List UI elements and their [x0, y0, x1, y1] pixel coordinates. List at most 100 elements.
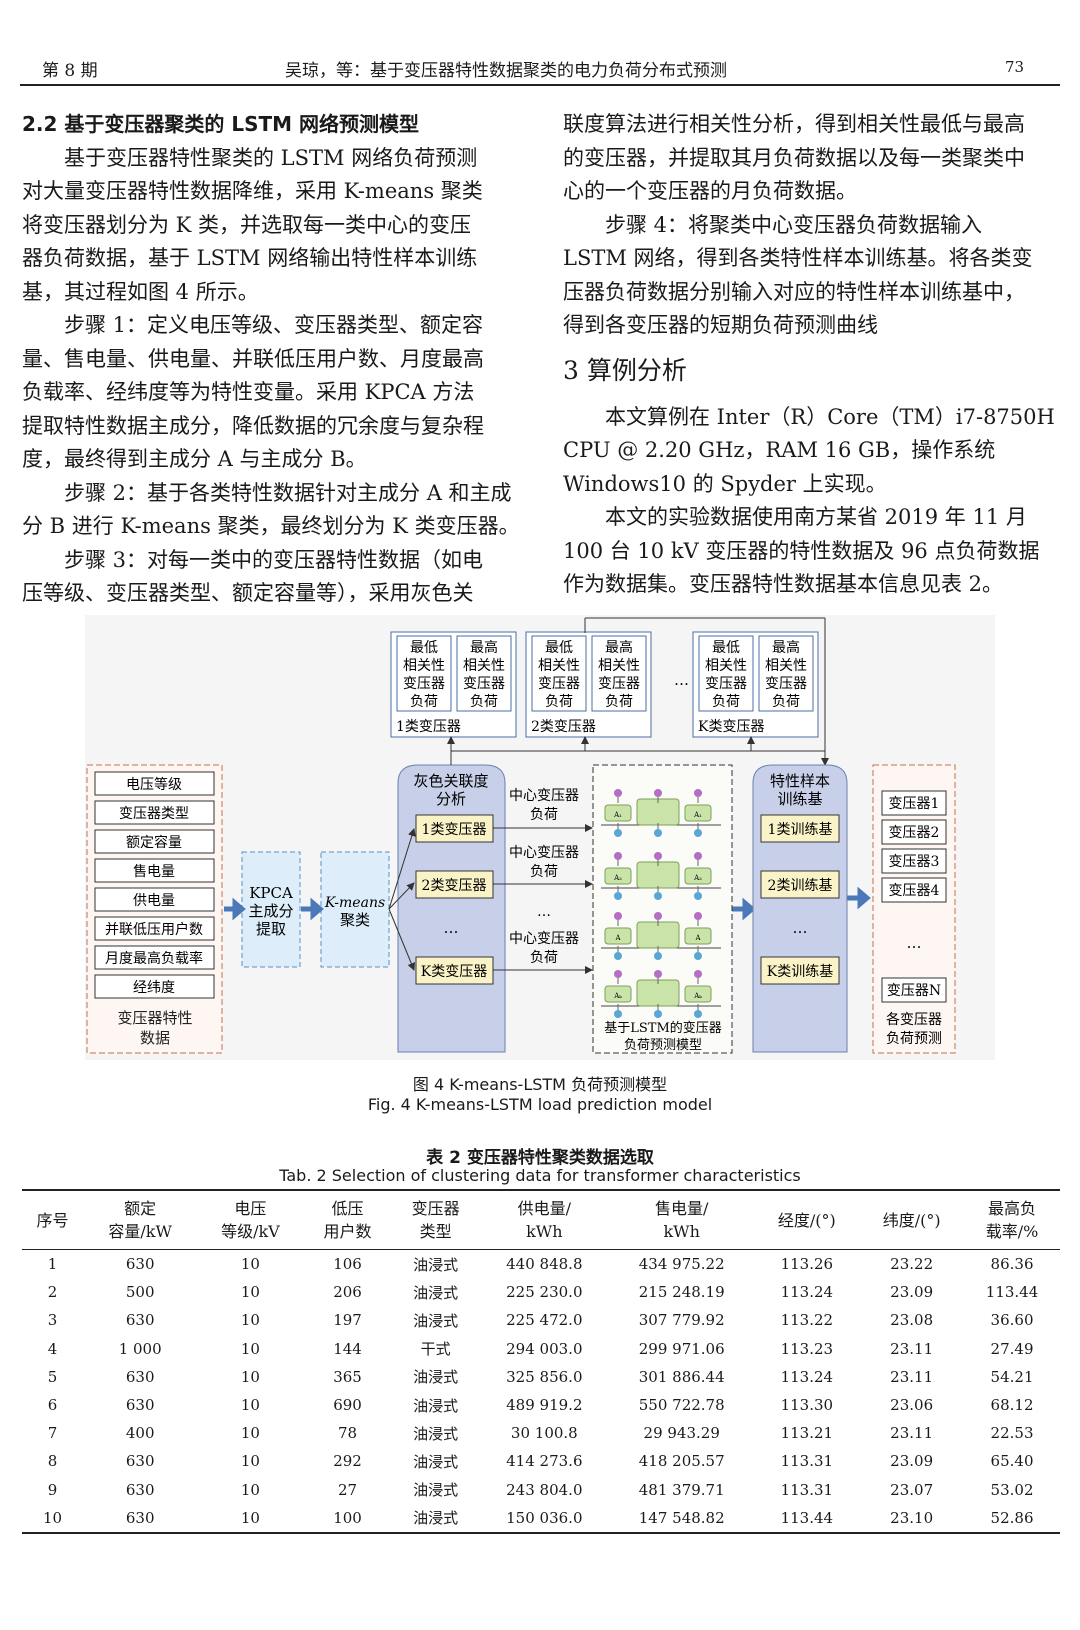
header-text: 售电量/ [655, 1199, 709, 1218]
training-base-panel [752, 764, 848, 1053]
table-header-cell: 变压器类型 [391, 1189, 480, 1250]
center-label-line1: 中心变压器 [509, 845, 579, 861]
lstm-cell-label: A₂ [693, 874, 702, 882]
table-cell: 8 [47, 1452, 58, 1471]
table-cell: 9 [47, 1480, 58, 1499]
top-cell-text: 最高 [605, 639, 633, 656]
top-cell-text: 变压器 [765, 676, 807, 692]
top-cell-text: 变压器 [403, 676, 445, 692]
header-rule [20, 84, 1060, 86]
top-cell-text: 变压器 [538, 676, 580, 692]
text-line: 将变压器划分为 K 类，并选取每一类中心的变压 [22, 212, 472, 237]
center-label-line2: 负荷 [530, 864, 558, 880]
table-cell: 630 [125, 1311, 155, 1330]
output-caption-line1: 各变压器 [886, 1012, 942, 1028]
top-cell-box [396, 635, 452, 712]
feature-item-label: 并联低压用户数 [105, 921, 203, 938]
table-cell: 10 [240, 1424, 260, 1443]
table-cell: 29 943.29 [643, 1424, 720, 1443]
table-cell: 400 [125, 1424, 155, 1443]
figure-4-diagram: 电压等级变压器类型额定容量售电量供电量并联低压用户数月度最高负载率经纬度 变压器… [85, 615, 995, 1060]
train-label: 1类训练基 [768, 821, 833, 838]
feature-item-box [94, 945, 215, 970]
kpca-line3: 提取 [256, 920, 286, 938]
table-cell: 150 036.0 [479, 1503, 609, 1534]
kmeans-line1: K-means [324, 895, 385, 911]
table-cell: 147 548.82 [608, 1503, 755, 1534]
top-cell-text: 负荷 [410, 694, 438, 710]
table-cell: 油浸式 [413, 1424, 459, 1443]
text-line: 100 台 10 kV 变压器的特性数据及 96 点负荷数据 [563, 538, 1040, 563]
table-cell: 197 [333, 1311, 362, 1330]
class-label: K类变压器 [421, 964, 487, 980]
table-cell: 225 230.0 [506, 1283, 583, 1302]
train-ellipsis: … [793, 919, 808, 937]
table-cell: 油浸式 [413, 1396, 459, 1415]
table-cell: 1 [47, 1255, 58, 1274]
lstm-cell-label: Aₖ [613, 992, 622, 1000]
output-item-box [881, 790, 947, 816]
class-label: 2类变压器 [422, 878, 487, 894]
center-ellipsis: … [537, 904, 551, 920]
table-cell: 10 [240, 1283, 260, 1302]
output-item-label: 变压器N [887, 983, 941, 999]
table-header-cell: 电压等级/kV [197, 1189, 304, 1250]
top-cell-text: 负荷 [605, 694, 633, 710]
table-cell: 243 804.0 [506, 1480, 583, 1499]
header-text: 用户数 [323, 1222, 372, 1241]
header-text: 最高负 [988, 1199, 1037, 1218]
figure-caption-zh: 图 4 K-means-LSTM 负荷预测模型 [412, 1075, 668, 1094]
output-ellipsis: … [907, 934, 922, 952]
top-correlation-groups: 最低相关性变压器负荷最高相关性变压器负荷1类变压器最低相关性变压器负荷最高相关性… [390, 631, 819, 738]
train-label: 2类训练基 [768, 877, 833, 894]
feature-item-label: 变压器类型 [119, 806, 189, 822]
table-title-zh: 表 2 变压器特性聚类数据选取 [426, 1148, 654, 1168]
header-text: 纬度/(°) [882, 1210, 941, 1230]
text-line: 分 B 进行 K-means 聚类，最终划分为 K 类变压器。 [22, 514, 520, 538]
output-item-label: 变压器1 [889, 796, 940, 812]
text-line: 步骤 2：基于各类特性数据针对主成分 A 和主成 [64, 480, 512, 505]
table-cell: 440 848.8 [506, 1255, 583, 1274]
center-label-line1: 中心变压器 [509, 931, 579, 947]
issue-number: 第 8 期 [42, 61, 98, 81]
top-cell-text: 负荷 [712, 694, 740, 710]
table-cell: 113.21 [780, 1424, 834, 1443]
table-cell: 418 205.57 [638, 1452, 725, 1471]
text-line: 度，最终得到主成分 A 与主成分 B。 [22, 447, 367, 471]
text-line: 器负荷数据，基于 LSTM 网络输出特性样本训练 [22, 246, 478, 270]
class-ellipsis: … [444, 919, 459, 937]
table-cell: 10 [240, 1255, 260, 1274]
center-label-line2: 负荷 [530, 950, 558, 966]
table-cell: 油浸式 [413, 1255, 459, 1274]
text-line: 步骤 4：将聚类中心变压器负荷数据输入 [605, 212, 983, 237]
arrow-train-to-output [847, 886, 871, 910]
grey-title-line2: 分析 [436, 790, 466, 808]
output-caption-line2: 负荷预测 [886, 1031, 942, 1047]
table-cell: 10 [240, 1367, 260, 1386]
table-header-cell: 低压用户数 [303, 1189, 392, 1250]
table-cell: 113.30 [780, 1396, 834, 1415]
text-line: 作为数据集。变压器特性数据基本信息见表 2。 [563, 572, 1004, 596]
table-cell: 油浸式 [391, 1503, 480, 1534]
text-line: 本文算例在 Inter（R）Core（TM）i7-8750H [605, 404, 1055, 429]
lstm-cell-label: A₂ [613, 874, 622, 882]
feature-item-box [94, 800, 215, 825]
arrow-lstm-to-train [732, 897, 756, 921]
table-cell: 10 [22, 1503, 83, 1534]
table-cell: 23.10 [859, 1503, 965, 1534]
text-line: 得到各变压器的短期负荷预测曲线 [563, 313, 878, 337]
arrow-features-to-kpca [224, 897, 246, 921]
figure-caption-en: Fig. 4 K-means-LSTM load prediction mode… [367, 1095, 713, 1114]
table-cell: 215 248.19 [638, 1283, 725, 1302]
center-label-line1: 中心变压器 [509, 788, 579, 804]
table-cell: 23.22 [890, 1255, 934, 1274]
